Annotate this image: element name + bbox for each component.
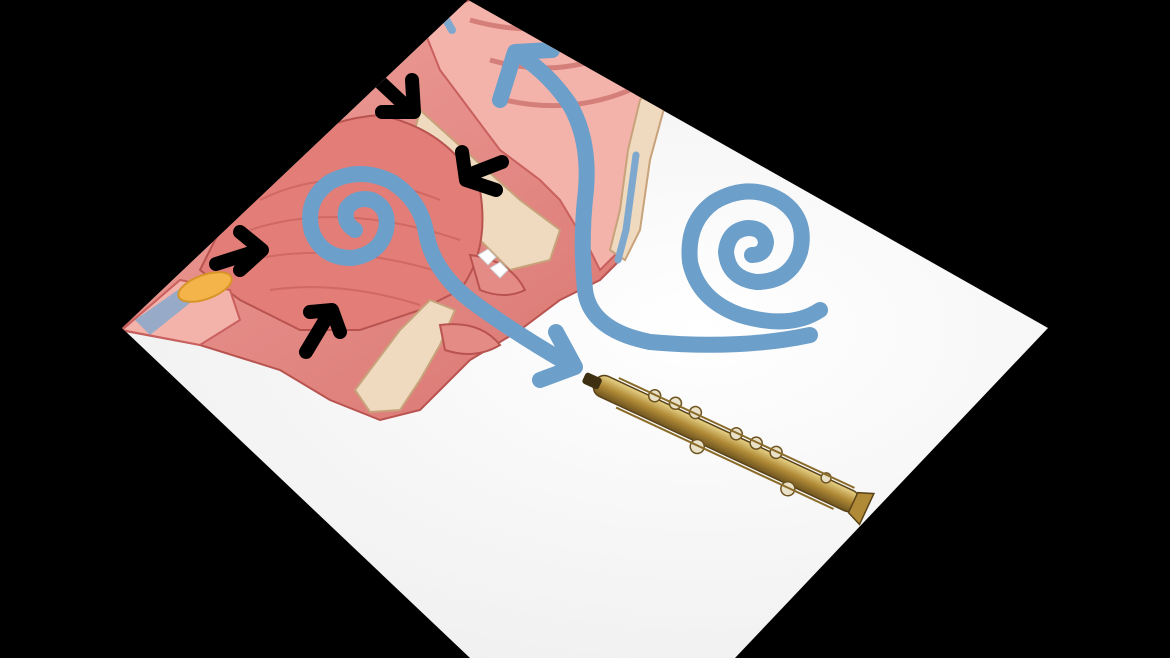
blue-lining-upper	[614, 151, 640, 264]
spiral-icon	[302, 166, 573, 370]
soprano-saxophone-icon	[582, 372, 876, 526]
spiral-icon	[681, 183, 828, 330]
arrow-icon	[209, 225, 269, 277]
saxophone-mouthpiece	[582, 372, 602, 390]
saxophone-bell	[847, 491, 876, 526]
arrow-icon	[455, 145, 509, 197]
nasal-arrowhead	[492, 42, 560, 108]
arrow-icon	[299, 303, 347, 359]
fat-pad	[177, 271, 233, 303]
arrow-icon	[371, 73, 421, 119]
lower-lip	[438, 323, 502, 355]
nasal-airflow	[512, 47, 818, 353]
airflow-arrowhead	[532, 324, 583, 388]
airflow-paths	[302, 42, 828, 388]
jaw-bone	[353, 298, 457, 414]
pressure-arrows	[209, 73, 509, 359]
saxophone-rods	[615, 377, 855, 510]
teeth	[477, 248, 509, 279]
